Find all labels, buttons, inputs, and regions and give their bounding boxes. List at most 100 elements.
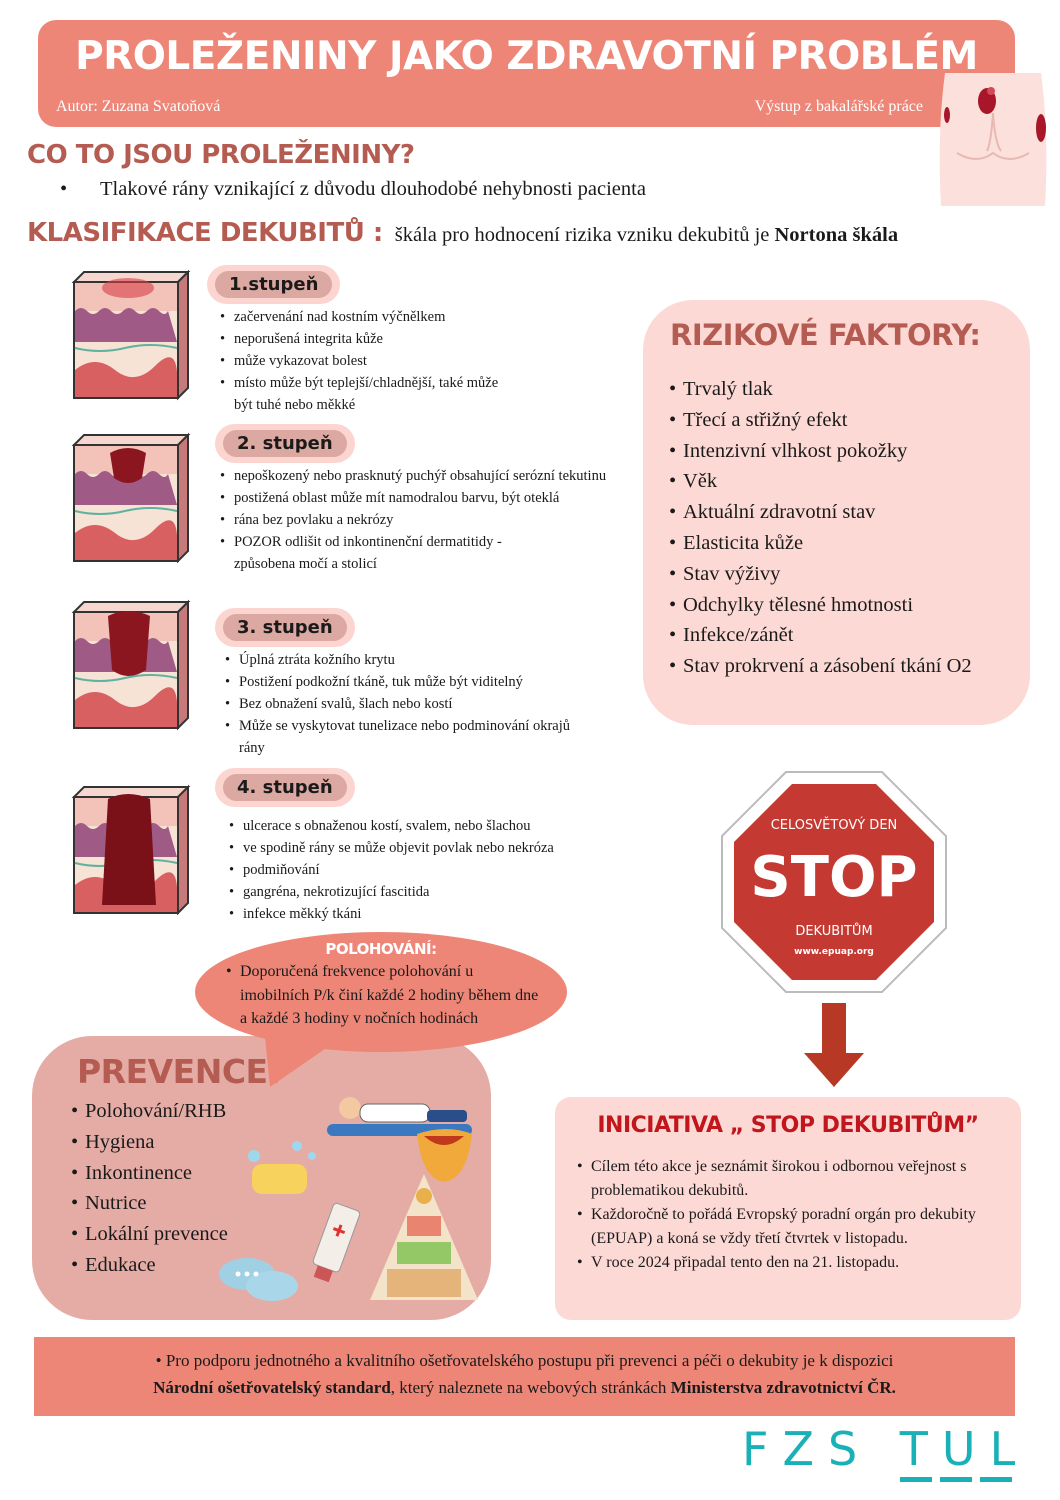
list-item: ve spodině rány se může objevit povlak n… — [229, 837, 623, 859]
footer-text: Pro podporu jednotného a kvalitního ošet… — [165, 1351, 894, 1370]
what-text: Tlakové rány vznikající z důvodu dlouhod… — [100, 178, 646, 200]
list-item: Věk — [669, 466, 972, 497]
bullet: • — [60, 178, 68, 200]
stop-bottom-text: DEKUBITŮM — [795, 924, 873, 939]
list-item: Stav výživy — [669, 559, 972, 590]
grade-label: 4. stupeň — [223, 774, 347, 801]
what-list: • Tlakové rány vznikající z důvodu dlouho… — [60, 178, 646, 201]
logo-underline — [899, 1477, 1016, 1482]
initiative-panel: Iniciativa „ Stop dekubitům” Cílem této … — [555, 1097, 1021, 1320]
grade-2: 2. stupeň nepoškozený nebo prasknutý puc… — [215, 424, 634, 575]
list-item: Aktuální zdravotní stav — [669, 497, 972, 528]
initiative-heading: Iniciativa „ Stop dekubitům” — [597, 1113, 979, 1138]
risk-factors-panel: Rizikové faktory: Trvalý tlak Třecí a st… — [643, 300, 1030, 725]
list-item: Lokální prevence — [71, 1219, 228, 1250]
positioning-bubble: Polohování: Doporučená frekvence polohov… — [195, 932, 567, 1052]
standard-name: Národní ošetřovatelský standard — [153, 1378, 391, 1397]
fzs-tul-logo: FZS TUL — [742, 1422, 1030, 1482]
initiative-list: Cílem této akce je seznámit širokou i od… — [577, 1155, 1016, 1275]
stage-4-diagram — [73, 786, 189, 914]
bullet: • — [155, 1351, 166, 1370]
footer-line-1: • Pro podporu jednotného a kvalitního oš… — [34, 1347, 1015, 1374]
footer-line-2: Národní ošetřovatelský standard, který n… — [34, 1374, 1015, 1401]
list-item: Edukace — [71, 1250, 228, 1281]
classification-row: Klasifikace dekubitů : škála pro hodnoce… — [27, 218, 898, 248]
list-item: Polohování/RHB — [71, 1096, 228, 1127]
logo-tul: TUL — [899, 1422, 1030, 1476]
stage-3-diagram — [73, 601, 189, 729]
list-item: začervenání nad kostním výčnělkem — [220, 306, 514, 328]
grade-label: 2. stupeň — [223, 430, 347, 457]
list-item: Elasticita kůže — [669, 528, 972, 559]
page-title: Proleženiny jako zdravotní problém — [75, 34, 978, 79]
list-item: rána bez povlaku a nekrózy — [220, 509, 634, 531]
list-item: Nutrice — [71, 1188, 228, 1219]
grade-list: nepoškozený nebo prasknutý puchýř obsahu… — [220, 465, 634, 575]
list-item: postižená oblast může mít namodralou bar… — [220, 487, 634, 509]
arrow-down-icon — [804, 1003, 864, 1087]
grade-pill: 3. stupeň — [215, 608, 355, 647]
list-item: Stav prokrvení a zásobení tkání O2 — [669, 651, 972, 682]
logo-tul-wrap: TUL — [899, 1422, 1030, 1482]
prevention-list: Polohování/RHB Hygiena Inkontinence Nutr… — [71, 1096, 228, 1281]
ministry-name: Ministerstva zdravotnictví ČR. — [670, 1378, 896, 1397]
subtitle: Výstup z bakalářské práce — [754, 98, 923, 115]
prevention-heading: Prevence: — [77, 1052, 281, 1091]
patient-lying-icon — [327, 1097, 472, 1136]
octagon-shape — [721, 771, 947, 993]
list-item: nepoškozený nebo prasknutý puchýř obsahu… — [220, 465, 614, 487]
stop-url: www.epuap.org — [794, 947, 874, 957]
grade-label: 1.stupeň — [215, 271, 333, 298]
stage-2-diagram — [73, 434, 189, 562]
positioning-heading: Polohování: — [325, 940, 437, 958]
list-item: infekce měkký tkáni — [229, 903, 623, 925]
prevention-panel: Prevence: Polohování/RHB Hygiena Inkonti… — [32, 1036, 491, 1320]
list-item: Může se vyskytovat tunelizace nebo podmi… — [225, 715, 584, 759]
risk-heading: Rizikové faktory: — [670, 318, 981, 352]
header-banner: Proleženiny jako zdravotní problém Autor… — [38, 20, 1015, 127]
risk-list: Trvalý tlak Třecí a střižný efekt Intenz… — [669, 374, 972, 682]
grade-1: 1.stupeň začervenání nad kostním výčnělk… — [207, 265, 514, 416]
author: Autor: Zuzana Svatoňová — [56, 98, 221, 115]
list-item: Bez obnažení svalů, šlach nebo kostí — [225, 693, 584, 715]
list-item: Každoročně to pořádá Evropský poradní or… — [577, 1203, 991, 1251]
list-item: Úplná ztráta kožního krytu — [225, 649, 584, 671]
pressure-ulcer-stage-diagrams — [73, 271, 189, 914]
grade-label: 3. stupeň — [223, 614, 347, 641]
list-item: Třecí a střižný efekt — [669, 405, 972, 436]
footer-text: , který naleznete na webových stránkách — [390, 1378, 671, 1397]
classification-bold: Nortona škála — [774, 224, 899, 246]
list-item: neporušená integrita kůže — [220, 328, 514, 350]
grade-list: začervenání nad kostním výčnělkem neporu… — [220, 306, 514, 416]
what-heading: Co to jsou proleženiny? — [27, 140, 415, 170]
grade-list: Úplná ztráta kožního krytu Postižení pod… — [225, 649, 584, 759]
list-item: Hygiena — [71, 1127, 228, 1158]
food-pyramid-icon — [370, 1174, 478, 1300]
grade-4: 4. stupeň ulcerace s obnaženou kostí, sv… — [215, 768, 623, 925]
classification-heading: Klasifikace dekubitů : — [27, 218, 383, 248]
bladder-icon — [417, 1129, 472, 1182]
stop-top-text: CELOSVĚTOVÝ DEN — [770, 818, 898, 833]
stop-main-text: STOP — [750, 845, 918, 910]
list-item: místo může být teplejší/chladnější, také… — [220, 372, 514, 416]
list-item: může vykazovat bolest — [220, 350, 514, 372]
stop-sign: CELOSVĚTOVÝ DEN STOP DEKUBITŮM www.epuap… — [720, 770, 948, 994]
list-item: Trvalý tlak — [669, 374, 972, 405]
prevention-illustrations — [219, 1097, 478, 1301]
cream-tube-icon — [312, 1202, 361, 1283]
buttocks-illustration — [939, 73, 1047, 206]
list-item: Inkontinence — [71, 1158, 228, 1189]
footer-banner: • Pro podporu jednotného a kvalitního oš… — [34, 1337, 1015, 1416]
list-item: Odchylky tělesné hmotnosti — [669, 590, 972, 621]
list-item: Intenzivní vlhkost pokožky — [669, 436, 972, 467]
positioning-list: Doporučená frekvence polohování u imobil… — [226, 960, 540, 1031]
list-item: • Tlakové rány vznikající z důvodu dlouho… — [60, 178, 646, 201]
sponge-icon — [248, 1141, 316, 1194]
list-item: V roce 2024 připadal tento den na 21. li… — [577, 1251, 1016, 1275]
logo-fzs: FZS — [742, 1422, 872, 1476]
list-item: Infekce/zánět — [669, 620, 972, 651]
stage-1-diagram — [73, 271, 189, 399]
list-item: Doporučená frekvence polohování u imobil… — [226, 960, 540, 1031]
classification-text: škála pro hodnocení rizika vzniku dekubi… — [394, 224, 775, 246]
grade-3: 3. stupeň Úplná ztráta kožního krytu Pos… — [215, 608, 584, 759]
